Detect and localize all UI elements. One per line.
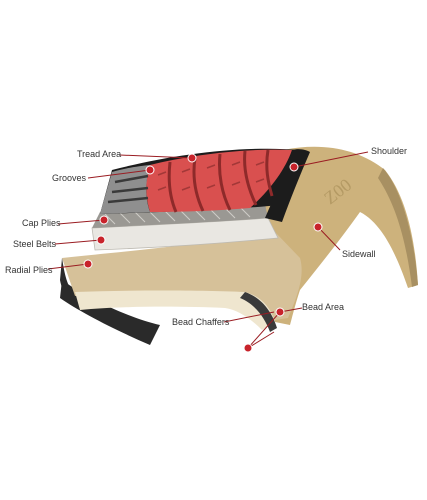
- sidewall-edge: [378, 168, 418, 287]
- label-shoulder: Shoulder: [371, 146, 408, 156]
- marker-tread-area: [187, 153, 197, 163]
- label-sidewall: Sidewall: [342, 249, 376, 259]
- marker-shoulder: [289, 162, 299, 172]
- tread-sipes: [157, 161, 265, 191]
- leader-bead-chaffers-2: [247, 331, 275, 349]
- bead-layer: [75, 290, 275, 330]
- leader-tread-area: [119, 154, 193, 159]
- marker-dots: [83, 153, 323, 353]
- label-radial-plies: Radial Plies: [5, 265, 53, 275]
- leader-steel-belts: [54, 239, 102, 245]
- marker-grooves: [145, 165, 155, 175]
- marker-cap-plies: [99, 215, 109, 225]
- label-steel-belts: Steel Belts: [13, 239, 57, 249]
- cap-plies-layer: [92, 204, 268, 228]
- leader-lines: [47, 151, 369, 349]
- leader-radial-plies: [47, 263, 89, 270]
- leader-grooves: [87, 169, 151, 179]
- leader-bead-area-2: [247, 311, 281, 349]
- bead-chaffer-strip: [240, 292, 277, 332]
- label-tread-area: Tread Area: [77, 149, 122, 159]
- label-cap-plies: Cap Plies: [22, 218, 61, 228]
- shoulder-band: [265, 149, 310, 222]
- label-bead-area: Bead Area: [302, 302, 345, 312]
- tire-left-edge: [60, 258, 80, 310]
- grooves-lines: [107, 174, 149, 204]
- marker-radial-plies: [83, 259, 93, 269]
- marker-bead-chaffers: [243, 343, 253, 353]
- leader-bead-chaffers: [223, 311, 275, 323]
- marker-steel-belts: [96, 235, 106, 245]
- tread-grooves-red: [167, 149, 274, 213]
- leader-shoulder: [293, 151, 369, 168]
- leader-sidewall: [317, 226, 341, 251]
- marker-bead-area: [275, 307, 285, 317]
- radial-plies-layer: [62, 232, 302, 320]
- label-bead-chaffers: Bead Chaffers: [172, 317, 230, 327]
- leader-cap-plies: [57, 219, 105, 225]
- cap-plies-hatching: [104, 206, 251, 225]
- label-grooves: Grooves: [52, 173, 87, 183]
- marker-sidewall: [313, 222, 323, 232]
